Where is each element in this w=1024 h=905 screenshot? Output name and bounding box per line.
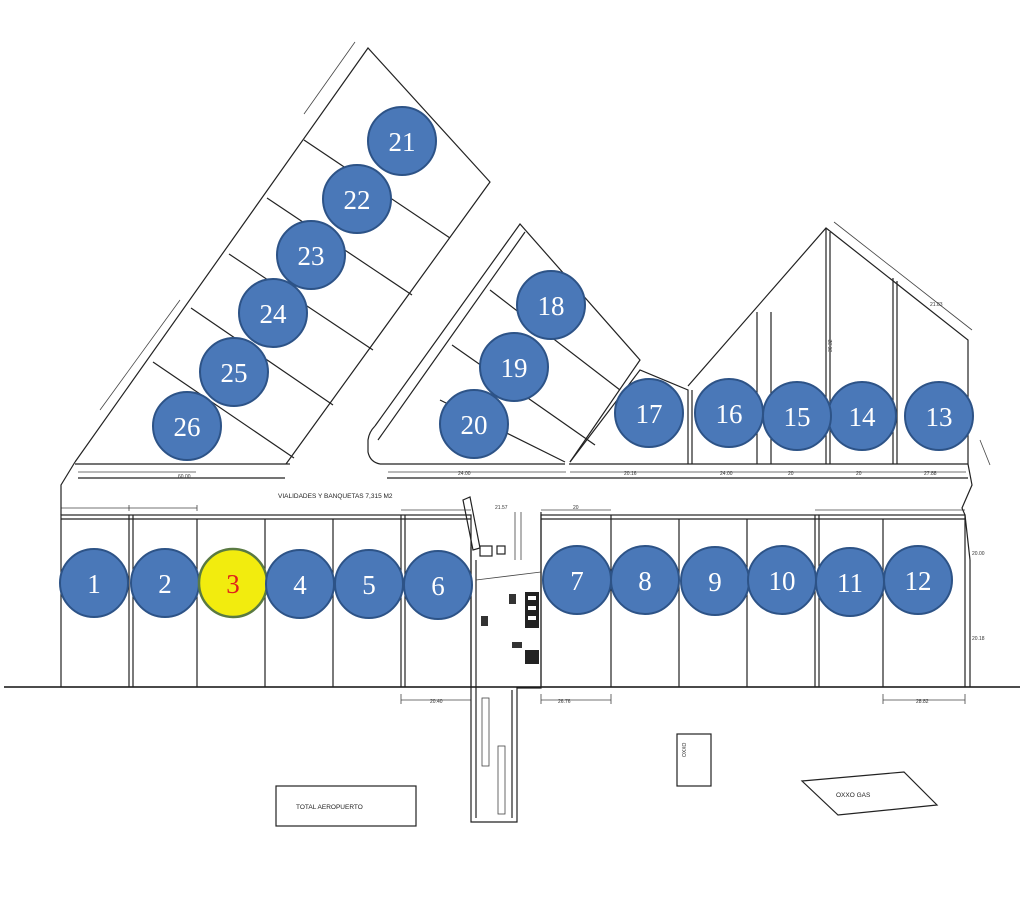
lot-circle[interactable] [403, 550, 473, 620]
lot-marker-6[interactable]: 6 [403, 550, 473, 620]
dim-label: 26.76 [558, 699, 571, 705]
lot-marker-17[interactable]: 17 [614, 378, 684, 448]
dim-label: 20.40 [430, 699, 443, 705]
lot-marker-25[interactable]: 25 [199, 337, 269, 407]
lot-circle[interactable] [59, 548, 129, 618]
lot-marker-10[interactable]: 10 [747, 545, 817, 615]
lot-circle[interactable] [197, 547, 269, 619]
lot-circle[interactable] [815, 547, 885, 617]
lot-marker-15[interactable]: 15 [762, 381, 832, 451]
landmark-oxxo-small-label: OXXO [682, 742, 688, 757]
dim-label: 21.57 [495, 505, 508, 511]
lot-marker-16[interactable]: 16 [694, 378, 764, 448]
lot-circle[interactable] [334, 549, 404, 619]
lot-circle[interactable] [130, 548, 200, 618]
lot-circle[interactable] [614, 378, 684, 448]
lot-circle[interactable] [694, 378, 764, 448]
lot-circle[interactable] [199, 337, 269, 407]
dim-label: 24.00 [458, 471, 471, 477]
dim-label: 20 [856, 471, 862, 477]
lot-marker-20[interactable]: 20 [439, 389, 509, 459]
lot-marker-8[interactable]: 8 [610, 545, 680, 615]
lot-marker-3[interactable]: 3 [197, 547, 269, 619]
lot-marker-12[interactable]: 12 [883, 545, 953, 615]
lot-marker-14[interactable]: 14 [827, 381, 897, 451]
dim-label: 24.00 [720, 471, 733, 477]
lot-circle[interactable] [479, 332, 549, 402]
lot-circle[interactable] [747, 545, 817, 615]
lot-marker-4[interactable]: 4 [265, 549, 335, 619]
road-area-label: VIALIDADES Y BANQUETAS 7,315 M2 [278, 493, 393, 500]
lot-circle[interactable] [542, 545, 612, 615]
lower-dimensions [61, 505, 966, 704]
lot-circle[interactable] [276, 220, 346, 290]
lot-circle[interactable] [904, 381, 974, 451]
dim-label: 21.83 [930, 302, 943, 308]
lot-circle[interactable] [516, 270, 586, 340]
lot-circle[interactable] [762, 381, 832, 451]
lot-marker-21[interactable]: 21 [367, 106, 437, 176]
dim-label: 27.88 [924, 471, 937, 477]
lot-circle[interactable] [827, 381, 897, 451]
lot-marker-19[interactable]: 19 [479, 332, 549, 402]
dim-label: 20 [573, 505, 579, 511]
lot-marker-24[interactable]: 24 [238, 278, 308, 348]
lot-marker-5[interactable]: 5 [334, 549, 404, 619]
central-station [462, 496, 542, 823]
landmark-oxxo-small: OXXO [676, 733, 712, 787]
dim-label: 20.16 [624, 471, 637, 477]
lot-circle[interactable] [680, 546, 750, 616]
lot-circle[interactable] [610, 545, 680, 615]
lot-marker-9[interactable]: 9 [680, 546, 750, 616]
dim-label: 20.18 [972, 636, 985, 642]
lot-marker-18[interactable]: 18 [516, 270, 586, 340]
lot-circle[interactable] [265, 549, 335, 619]
lot-marker-11[interactable]: 11 [815, 547, 885, 617]
lot-marker-13[interactable]: 13 [904, 381, 974, 451]
lot-marker-26[interactable]: 26 [152, 391, 222, 461]
lot-circle[interactable] [883, 545, 953, 615]
landmark-oxxo-gas-label: OXXO GAS [836, 792, 871, 799]
lot-circle[interactable] [152, 391, 222, 461]
lot-marker-7[interactable]: 7 [542, 545, 612, 615]
dim-label: 36.32 [828, 339, 834, 352]
lot-marker-2[interactable]: 2 [130, 548, 200, 618]
dim-label: 60.00 [178, 474, 191, 480]
lot-circle[interactable] [322, 164, 392, 234]
dim-label: 28.82 [916, 699, 929, 705]
dim-label: 20.00 [972, 551, 985, 557]
lot-marker-22[interactable]: 22 [322, 164, 392, 234]
lot-circle[interactable] [238, 278, 308, 348]
lot-circle[interactable] [439, 389, 509, 459]
dim-label: 20 [788, 471, 794, 477]
lot-circle[interactable] [367, 106, 437, 176]
lower-block [60, 514, 971, 688]
lot-marker-1[interactable]: 1 [59, 548, 129, 618]
dimension-text: 60.00 24.00 20.16 24.00 21.57 20 20 20 2… [178, 302, 985, 705]
landmark-total: TOTAL AEROPUERTO [275, 785, 417, 827]
landmark-total-label: TOTAL AEROPUERTO [296, 804, 363, 811]
road-outline [60, 425, 973, 516]
landmark-oxxo-gas: OXXO GAS [800, 771, 939, 816]
lot-marker-23[interactable]: 23 [276, 220, 346, 290]
